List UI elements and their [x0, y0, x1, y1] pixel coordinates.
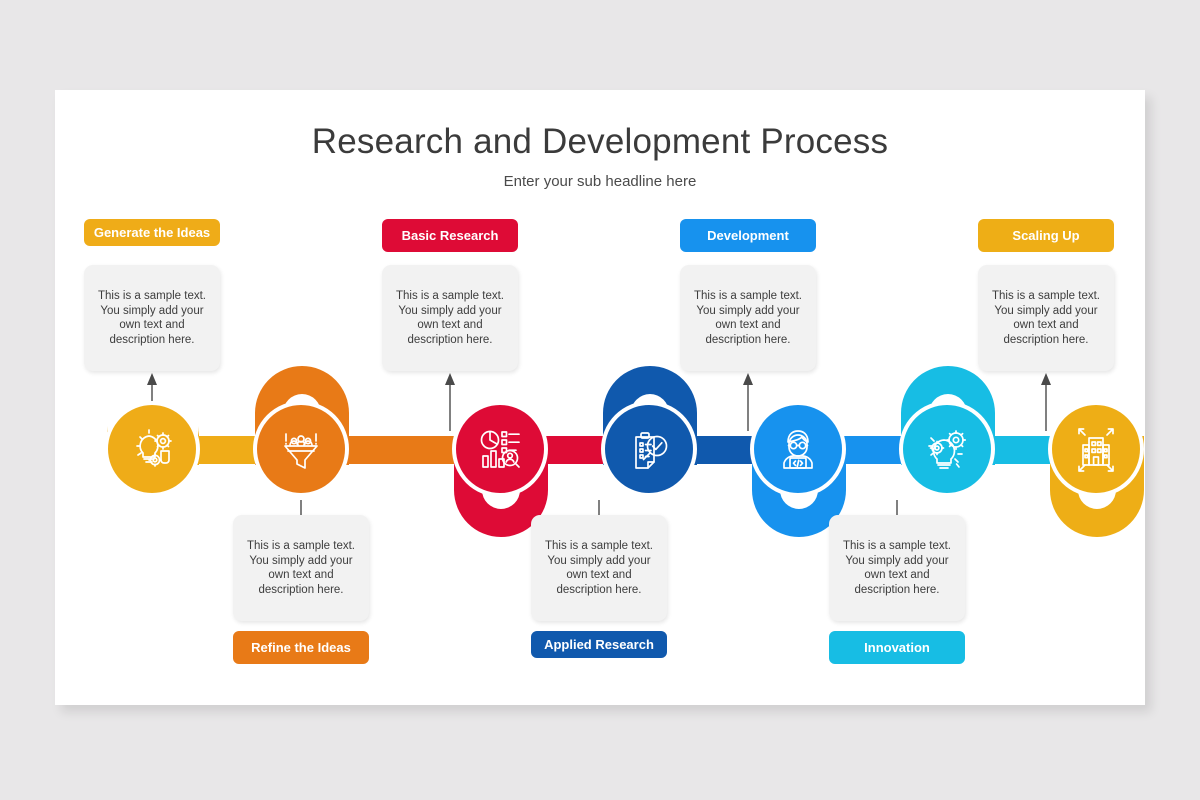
step-node-5[interactable]: [750, 401, 846, 497]
step-label-7[interactable]: Scaling Up: [978, 219, 1114, 252]
funnel-filter-icon: [276, 424, 326, 474]
step-card-7: This is a sample text. You simply add yo…: [978, 265, 1114, 371]
step-node-6[interactable]: [899, 401, 995, 497]
step-label-3[interactable]: Basic Research: [382, 219, 518, 252]
step-label-6[interactable]: Innovation: [829, 631, 965, 664]
step-card-5: This is a sample text. You simply add yo…: [680, 265, 816, 371]
step-card-3: This is a sample text. You simply add yo…: [382, 265, 518, 371]
connector-arrow-up-7: [1041, 373, 1051, 431]
data-analytics-icon: [475, 424, 525, 474]
process-diagram: Generate the Ideas Basic Research Develo…: [55, 90, 1145, 705]
step-node-7[interactable]: [1048, 401, 1144, 497]
step-label-text: Development: [707, 228, 789, 243]
step-card-4: This is a sample text. You simply add yo…: [531, 515, 667, 621]
lightbulb-gears-icon: [127, 424, 177, 474]
step-label-text: Generate the Ideas: [93, 225, 211, 240]
step-label-5[interactable]: Development: [680, 219, 816, 252]
page-subtitle: Enter your sub headline here: [503, 173, 697, 190]
slide-canvas: Research and Development Process Enter y…: [55, 90, 1145, 705]
step-label-4[interactable]: Applied Research: [531, 631, 667, 658]
connector-arrow-up-5: [743, 373, 753, 431]
step-card-text: This is a sample text. You simply add yo…: [693, 290, 802, 346]
step-node-1[interactable]: [104, 401, 200, 497]
step-card-text: This is a sample text. You simply add yo…: [544, 540, 653, 596]
step-node-3[interactable]: [452, 401, 548, 497]
step-card-text: This is a sample text. You simply add yo…: [97, 290, 206, 346]
step-card-text: This is a sample text. You simply add yo…: [991, 290, 1100, 346]
step-label-text: Innovation: [864, 640, 930, 655]
building-scale-arrows-icon: [1071, 424, 1121, 474]
step-label-text: Applied Research: [544, 637, 654, 652]
step-label-text: Scaling Up: [1012, 228, 1080, 243]
step-card-text: This is a sample text. You simply add yo…: [842, 540, 951, 596]
step-label-2[interactable]: Refine the Ideas: [233, 631, 369, 664]
step-card-text: This is a sample text. You simply add yo…: [246, 540, 355, 596]
step-node-4[interactable]: [601, 401, 697, 497]
clipboard-check-magnifier-icon: [624, 424, 674, 474]
connector-arrow-up-3: [445, 373, 455, 431]
step-node-2[interactable]: [253, 401, 349, 497]
step-card-2: This is a sample text. You simply add yo…: [233, 515, 369, 621]
developer-laptop-icon: [773, 424, 823, 474]
step-label-1[interactable]: Generate the Ideas: [84, 219, 220, 246]
step-label-text: Refine the Ideas: [251, 640, 351, 655]
step-label-text: Basic Research: [401, 228, 499, 243]
step-card-6: This is a sample text. You simply add yo…: [829, 515, 965, 621]
page-title: Research and Development Process: [311, 122, 889, 161]
innovation-bulb-gear-icon: [922, 424, 972, 474]
step-card-text: This is a sample text. You simply add yo…: [395, 290, 504, 346]
step-card-1: This is a sample text. You simply add yo…: [84, 265, 220, 371]
